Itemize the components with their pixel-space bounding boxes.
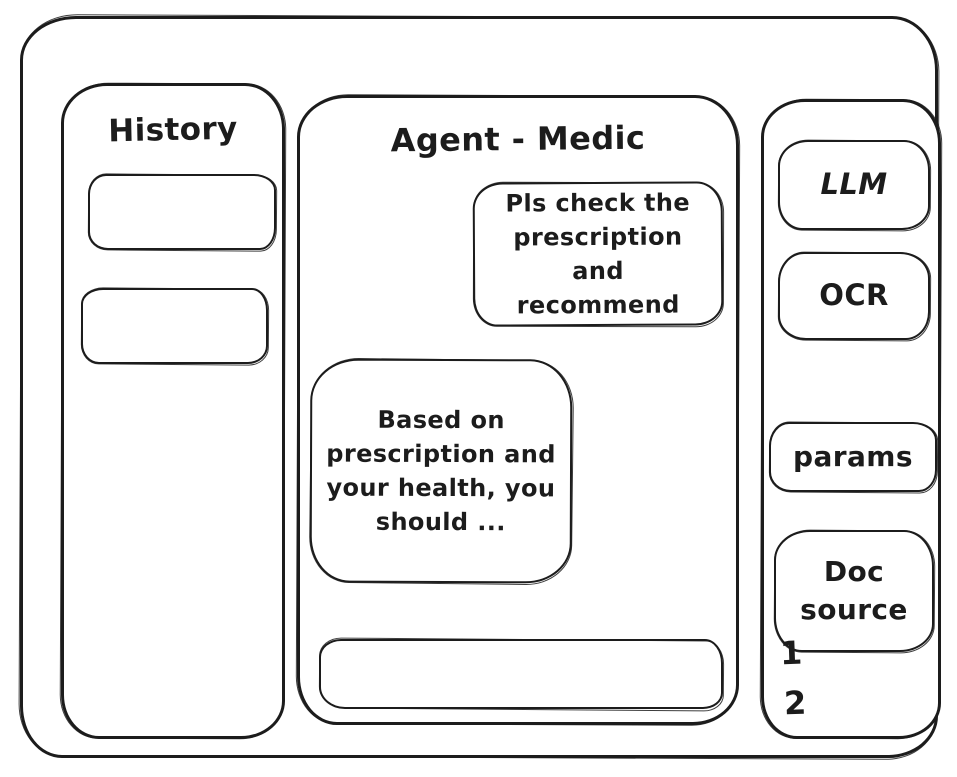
- doc-source-item-1[interactable]: 1: [779, 633, 803, 673]
- history-title: History: [107, 110, 239, 150]
- history-panel: History: [61, 83, 285, 739]
- params-button-label: params: [793, 440, 913, 474]
- history-item[interactable]: [88, 174, 276, 250]
- llm-button[interactable]: LLM: [778, 140, 930, 230]
- doc-source-item-2[interactable]: 2: [783, 683, 807, 723]
- chat-input[interactable]: [333, 645, 709, 703]
- chat-title: Agent - Medic: [390, 118, 646, 160]
- user-message-text: Pls check the prescription and recommend: [505, 188, 691, 320]
- user-message-bubble: Pls check the prescription and recommend: [472, 181, 724, 327]
- tools-panel: LLM OCR params Doc source 1 2: [761, 99, 941, 739]
- doc-source-button-label: Doc source: [800, 555, 908, 626]
- chat-panel: Agent - Medic Pls check the prescription…: [297, 95, 739, 725]
- params-button[interactable]: params: [769, 422, 937, 492]
- ocr-button-label: OCR: [819, 278, 889, 313]
- assistant-message-bubble: Based on prescription and your health, y…: [309, 358, 573, 584]
- llm-button-label: LLM: [820, 167, 888, 202]
- assistant-message-text: Based on prescription and your health, y…: [326, 405, 556, 537]
- ocr-button[interactable]: OCR: [778, 252, 930, 340]
- app-frame: History Agent - Medic Pls check the pres…: [20, 16, 941, 758]
- doc-source-button[interactable]: Doc source: [774, 530, 934, 652]
- history-item[interactable]: [81, 288, 268, 364]
- chat-input-bar[interactable]: [319, 639, 723, 709]
